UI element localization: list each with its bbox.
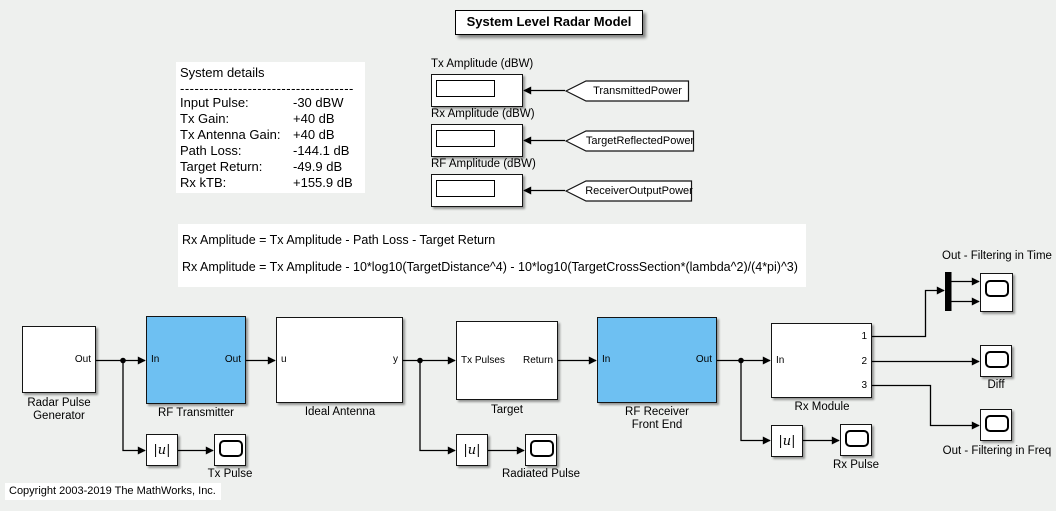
- abs-block-radiated[interactable]: |u|: [456, 434, 488, 466]
- detail-label: Target Return:: [180, 159, 263, 174]
- block-ideal-antenna[interactable]: u y: [276, 317, 403, 403]
- block-label-target: Target: [491, 404, 523, 416]
- system-details-divider: ------------------------------------: [180, 81, 354, 95]
- equation-line-1: Rx Amplitude = Tx Amplitude - Path Loss …: [182, 233, 496, 247]
- block-label-rf-transmitter: RF Transmitter: [157, 407, 235, 419]
- port-in-label: In: [151, 354, 160, 365]
- system-details-heading: System details: [180, 65, 265, 80]
- detail-label: Path Loss:: [180, 143, 242, 158]
- scope-radiated-pulse[interactable]: [525, 434, 557, 466]
- copyright-annotation[interactable]: Copyright 2003-2019 The MathWorks, Inc.: [5, 483, 221, 500]
- branch-dot: [738, 357, 744, 364]
- scope-tx-pulse[interactable]: [214, 434, 246, 466]
- from-tag-shape: [565, 80, 690, 102]
- detail-label: Input Pulse:: [180, 95, 249, 110]
- detail-row: Tx Antenna Gain: +40 dB: [180, 127, 365, 143]
- detail-value: -49.9 dB: [293, 159, 343, 174]
- scope-screen-icon: [985, 280, 1009, 297]
- scope-diff[interactable]: [980, 345, 1012, 377]
- scope-rx-pulse[interactable]: [840, 424, 872, 456]
- display-value-area: [436, 130, 495, 147]
- abs-block-rx[interactable]: |u|: [771, 425, 803, 457]
- port-in-label: In: [776, 354, 785, 366]
- port-out-2-label: 2: [861, 356, 867, 367]
- port-in-label: Tx Pulses: [461, 354, 505, 366]
- abs-label: |u|: [463, 442, 481, 458]
- detail-row: Path Loss: -144.1 dB: [180, 143, 365, 159]
- abs-label: |u|: [778, 433, 796, 449]
- scope-out-filtering-in-freq[interactable]: [980, 409, 1012, 441]
- scope-screen-icon: [845, 430, 869, 447]
- abs-block-tx[interactable]: |u|: [146, 434, 178, 466]
- signal-wire[interactable]: [872, 286, 945, 338]
- port-out-label: Out: [695, 354, 712, 365]
- from-tag-shape: [565, 130, 695, 152]
- from-tag-target-reflected-power[interactable]: TargetReflectedPower: [565, 130, 695, 152]
- detail-row: Rx kTB: +155.9 dB: [180, 175, 365, 191]
- port-out-3-label: 3: [861, 380, 867, 391]
- port-out-1-label: 1: [861, 331, 867, 342]
- display-block-tx-amplitude[interactable]: [431, 74, 523, 107]
- scope-screen-icon: [530, 440, 554, 457]
- display-value-area: [436, 80, 495, 97]
- port-out-label: Out: [74, 353, 91, 365]
- display-label-rf-amplitude: RF Amplitude (dBW): [431, 158, 536, 170]
- port-out-label: Return: [522, 354, 553, 366]
- scope-label-diff: Diff: [987, 379, 1005, 391]
- block-label-rx-module: Rx Module: [794, 401, 850, 413]
- port-in-label: In: [602, 354, 611, 365]
- scope-screen-icon: [985, 351, 1009, 368]
- display-label-rx-amplitude: Rx Amplitude (dBW): [431, 108, 535, 120]
- display-block-rf-amplitude[interactable]: [431, 174, 523, 207]
- from-tag-label: TargetReflectedPower: [585, 135, 695, 147]
- branch-dot: [120, 357, 126, 364]
- from-tag-label: ReceiverOutputPower: [585, 185, 693, 197]
- detail-value: -30 dBW: [293, 95, 344, 110]
- scope-label-out-filtering-in-time: Out - Filtering in Time: [942, 250, 1052, 262]
- from-tag-transmitted-power[interactable]: TransmittedPower: [565, 80, 690, 102]
- port-in-label: u: [281, 354, 287, 365]
- block-rf-transmitter[interactable]: In Out: [146, 316, 246, 404]
- system-details-annotation[interactable]: System details -------------------------…: [176, 62, 365, 193]
- block-label-rf-receiver-front-end: RF Receiver Front End: [625, 406, 689, 431]
- detail-row: Input Pulse: -30 dBW: [180, 95, 365, 111]
- branch-dot: [417, 357, 423, 364]
- display-label-tx-amplitude: Tx Amplitude (dBW): [431, 58, 534, 70]
- detail-value: +155.9 dB: [293, 175, 353, 190]
- port-out-label: Out: [224, 354, 241, 365]
- from-tag-shape: [565, 180, 693, 202]
- equation-line-2: Rx Amplitude = Tx Amplitude - 10*log10(T…: [182, 260, 798, 274]
- detail-row: Target Return: -49.9 dB: [180, 159, 365, 175]
- demux-bar[interactable]: [945, 272, 952, 311]
- detail-value: -144.1 dB: [293, 143, 350, 158]
- scope-screen-icon: [985, 415, 1009, 432]
- block-radar-pulse-generator[interactable]: Out: [22, 326, 96, 393]
- display-value-area: [436, 180, 495, 197]
- detail-row: Tx Gain: +40 dB: [180, 111, 365, 127]
- detail-label: Tx Antenna Gain:: [180, 127, 281, 142]
- detail-value: +40 dB: [293, 111, 335, 126]
- port-out-label: y: [393, 354, 398, 365]
- abs-label: |u|: [153, 442, 171, 458]
- scope-screen-icon: [219, 440, 243, 457]
- scope-label-rx-pulse: Rx Pulse: [832, 459, 880, 471]
- scope-label-out-filtering-in-freq: Out - Filtering in Freq: [942, 445, 1052, 457]
- detail-label: Tx Gain:: [180, 111, 230, 126]
- display-block-rx-amplitude[interactable]: [431, 124, 523, 157]
- detail-label: Rx kTB:: [180, 175, 227, 190]
- model-title[interactable]: System Level Radar Model: [455, 10, 643, 35]
- scope-label-tx-pulse: Tx Pulse: [207, 468, 253, 480]
- block-label-radar-pulse-generator: Radar Pulse Generator: [27, 397, 91, 422]
- block-rf-receiver-front-end[interactable]: In Out: [597, 317, 717, 403]
- detail-value: +40 dB: [293, 127, 335, 142]
- equations-annotation[interactable]: Rx Amplitude = Tx Amplitude - Path Loss …: [178, 224, 806, 287]
- scope-label-radiated-pulse: Radiated Pulse: [502, 468, 580, 480]
- block-target[interactable]: Tx Pulses Return: [456, 321, 558, 400]
- from-tag-label: TransmittedPower: [593, 85, 682, 97]
- block-label-ideal-antenna: Ideal Antenna: [304, 406, 376, 418]
- scope-out-filtering-in-time[interactable]: [980, 273, 1013, 312]
- from-tag-receiver-output-power[interactable]: ReceiverOutputPower: [565, 180, 693, 202]
- block-rx-module[interactable]: In 1 2 3: [771, 323, 872, 398]
